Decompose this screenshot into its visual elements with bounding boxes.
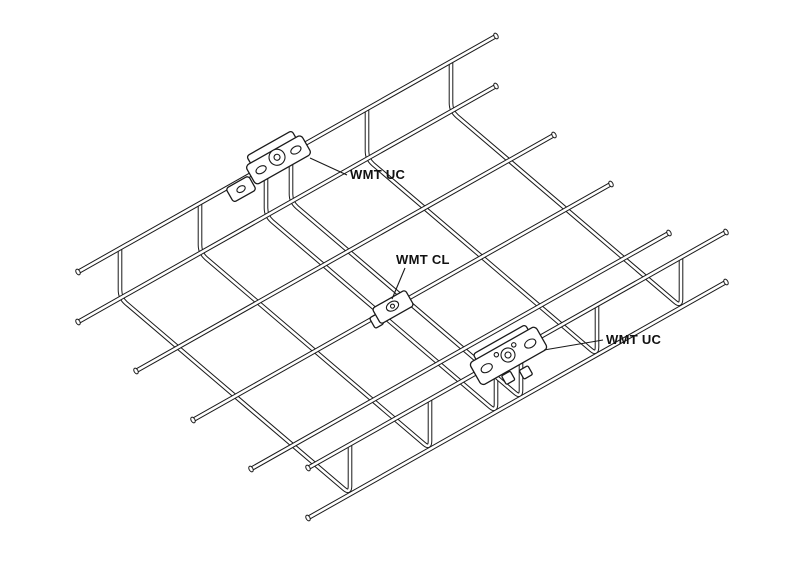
label-wmt-uc-right: WMT UC bbox=[606, 332, 662, 347]
transverse-wire bbox=[266, 166, 496, 409]
leader-line-uc-right bbox=[543, 339, 604, 351]
transverse-wire bbox=[451, 61, 681, 304]
label-wmt-uc-top: WMT UC bbox=[350, 167, 406, 182]
wire-end-caps bbox=[75, 32, 729, 522]
center-clamp bbox=[369, 290, 414, 329]
label-wmt-cl: WMT CL bbox=[396, 252, 450, 267]
transverse-wire bbox=[367, 109, 597, 352]
leader-line-uc-top bbox=[309, 157, 348, 176]
leader-line-cl bbox=[391, 267, 406, 300]
splice-connector-near bbox=[469, 324, 548, 386]
splice-connector-far bbox=[226, 130, 311, 203]
